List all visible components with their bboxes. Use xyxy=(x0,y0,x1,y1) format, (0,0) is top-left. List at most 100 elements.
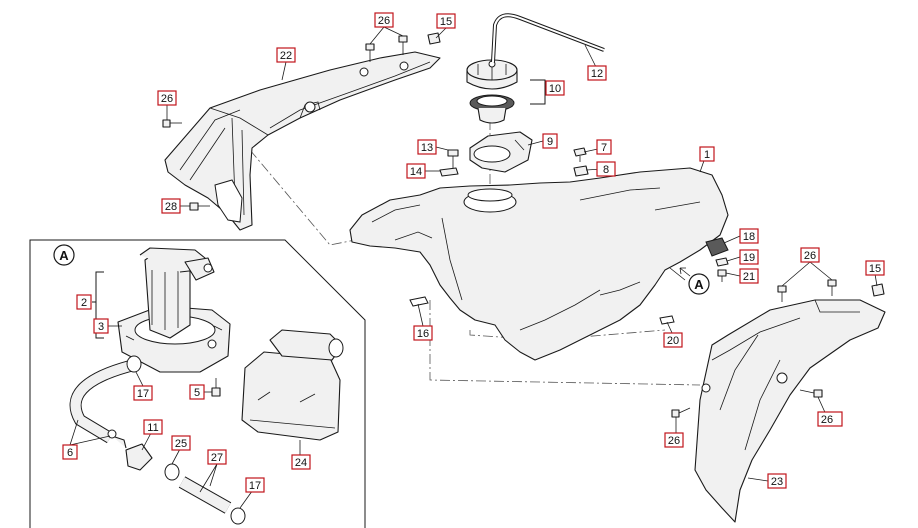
bolt-26-right-1 xyxy=(777,285,787,302)
bolt-26-right-2 xyxy=(827,279,837,296)
fuel-pump-cover xyxy=(241,329,344,441)
callout-26-right-low: 26 xyxy=(664,432,684,448)
bolt-26-left-top-2 xyxy=(398,35,408,55)
callout-28: 28 xyxy=(161,198,181,214)
svg-text:A: A xyxy=(59,248,69,263)
callout-2: 2 xyxy=(76,294,92,310)
svg-text:6: 6 xyxy=(67,447,73,459)
svg-text:17: 17 xyxy=(137,388,149,400)
svg-text:26: 26 xyxy=(378,15,390,27)
svg-text:14: 14 xyxy=(410,166,422,178)
svg-text:15: 15 xyxy=(440,16,452,28)
svg-text:26: 26 xyxy=(161,93,173,105)
callout-6: 6 xyxy=(62,444,78,460)
svg-text:27: 27 xyxy=(211,452,223,464)
grommet-8 xyxy=(573,165,589,177)
bolt-26-left-top-1 xyxy=(365,43,375,62)
svg-text:8: 8 xyxy=(603,164,609,176)
callout-26-right-top: 26 xyxy=(800,247,820,263)
assembly-line-left-shroud xyxy=(249,149,356,246)
svg-text:3: 3 xyxy=(98,321,104,333)
hose-clamp-25 xyxy=(164,463,180,481)
svg-text:20: 20 xyxy=(667,335,679,347)
callout-26-left-side: 26 xyxy=(157,90,177,106)
left-radiator-shroud xyxy=(164,51,441,231)
svg-text:24: 24 xyxy=(295,457,307,469)
svg-text:10: 10 xyxy=(549,83,561,95)
detail-a-marker: A xyxy=(53,244,75,266)
svg-text:11: 11 xyxy=(147,422,158,434)
svg-text:26: 26 xyxy=(668,435,680,447)
callout-16: 16 xyxy=(413,325,433,341)
svg-text:18: 18 xyxy=(743,231,755,243)
callout-20: 20 xyxy=(663,332,683,348)
callout-14: 14 xyxy=(406,163,426,179)
svg-text:26: 26 xyxy=(804,250,816,262)
callout-25: 25 xyxy=(171,435,191,451)
callout-10: 10 xyxy=(545,80,565,96)
hose-clamp-17-top xyxy=(126,355,142,373)
cap-gasket xyxy=(469,94,515,124)
right-radiator-shroud xyxy=(694,299,886,523)
callout-19: 19 xyxy=(739,249,759,265)
screw-7 xyxy=(573,147,587,162)
svg-text:1: 1 xyxy=(704,149,710,161)
view-a-arrow-marker: A xyxy=(688,273,710,295)
callout-17-top: 17 xyxy=(133,385,153,401)
callout-13: 13 xyxy=(417,139,437,155)
fuel-pump xyxy=(117,247,231,373)
svg-text:A: A xyxy=(694,277,704,292)
clip-15-left xyxy=(427,32,441,45)
washer-14 xyxy=(439,167,459,177)
svg-text:19: 19 xyxy=(743,252,755,264)
hose-clamp-17-bottom xyxy=(230,507,246,525)
svg-text:25: 25 xyxy=(175,438,187,450)
screw-13 xyxy=(447,149,459,168)
bolt-26-left-side xyxy=(162,119,182,128)
callout-22: 22 xyxy=(276,47,296,63)
rubber-mount-18 xyxy=(705,237,729,257)
callout-26-right-side: 26 xyxy=(817,411,843,427)
callout-27: 27 xyxy=(207,449,227,465)
svg-text:12: 12 xyxy=(591,68,603,80)
svg-text:16: 16 xyxy=(417,328,429,340)
bolt-21 xyxy=(717,269,727,282)
svg-text:15: 15 xyxy=(869,263,881,275)
callout-8: 8 xyxy=(596,161,616,177)
callout-18: 18 xyxy=(739,228,759,244)
callout-21: 21 xyxy=(739,268,759,284)
callout-26-left-top: 26 xyxy=(374,12,394,28)
view-a-arrow xyxy=(679,267,691,277)
callout-7: 7 xyxy=(596,139,612,155)
bolt-26-right-side xyxy=(799,389,823,398)
clip-15-right xyxy=(871,283,885,297)
fuel-tank xyxy=(349,167,729,361)
svg-text:22: 22 xyxy=(280,50,292,62)
svg-text:17: 17 xyxy=(249,480,261,492)
bolt-28 xyxy=(189,202,210,211)
callout-1: 1 xyxy=(699,146,715,162)
callout-15-left: 15 xyxy=(436,13,456,29)
detail-a-frame xyxy=(29,239,366,528)
filler-neck xyxy=(469,131,533,173)
callout-11: 11 xyxy=(143,419,163,435)
svg-text:2: 2 xyxy=(81,297,87,309)
breather-hose xyxy=(491,13,605,63)
washer-19 xyxy=(715,257,729,267)
callout-24: 24 xyxy=(291,454,311,470)
svg-text:7: 7 xyxy=(601,142,607,154)
svg-text:5: 5 xyxy=(194,387,200,399)
callout-17-bottom: 17 xyxy=(245,477,265,493)
callout-15-right: 15 xyxy=(865,260,885,276)
inline-fuel-filter xyxy=(107,429,153,471)
fuel-cap xyxy=(466,59,518,90)
svg-text:21: 21 xyxy=(743,271,755,283)
bolt-5 xyxy=(211,378,221,397)
callout-5: 5 xyxy=(189,384,205,400)
callout-9: 9 xyxy=(542,133,558,149)
svg-text:23: 23 xyxy=(771,476,783,488)
bolt-26-right-low xyxy=(671,407,691,418)
callout-23: 23 xyxy=(767,473,787,489)
svg-text:9: 9 xyxy=(547,136,553,148)
